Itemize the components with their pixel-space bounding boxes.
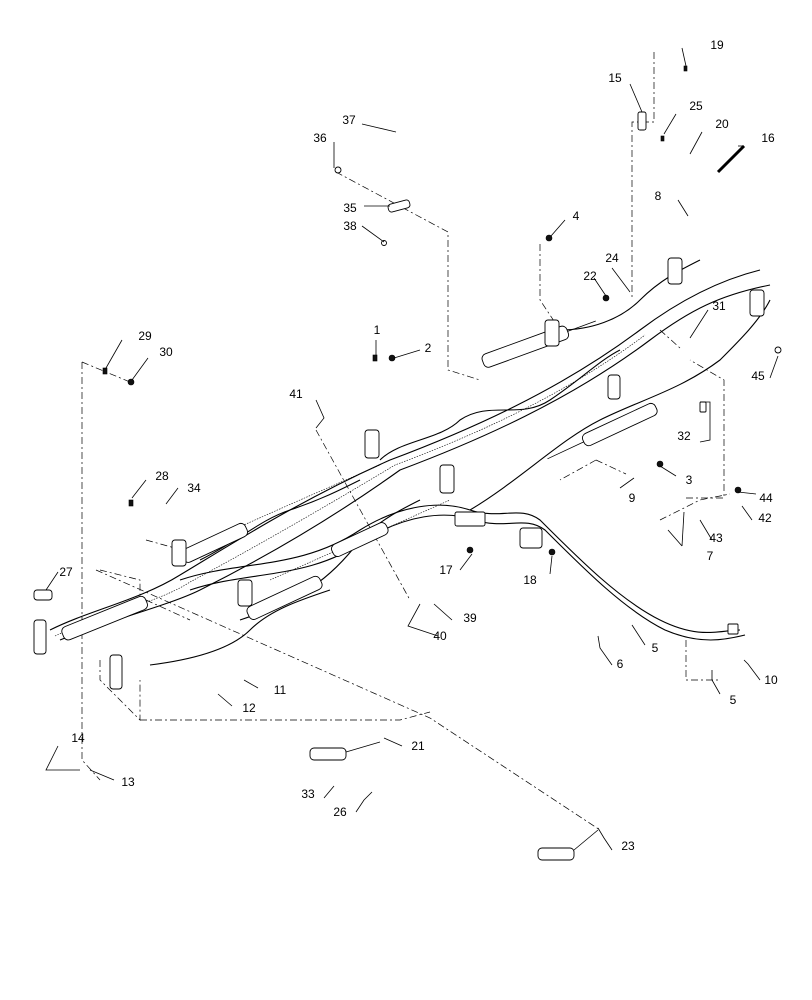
- callout-19: 19: [710, 38, 724, 52]
- valve-block-3: [544, 319, 560, 347]
- callout-labels: 1 2 3 4 5 5 6 7 8 9 10 11 12 13 14 15 16…: [59, 38, 778, 853]
- callout-37: 37: [342, 113, 356, 127]
- callout-13: 13: [121, 775, 135, 789]
- fitting-35: [387, 199, 411, 213]
- callout-14: 14: [71, 731, 85, 745]
- assembly-lines: [81, 52, 731, 831]
- cylinder-center: [246, 575, 323, 620]
- callout-12: 12: [242, 701, 256, 715]
- callout-8: 8: [655, 189, 662, 203]
- valve-block-7: [171, 539, 187, 567]
- nut-44: [734, 486, 742, 494]
- callout-22: 22: [583, 269, 597, 283]
- callout-24: 24: [605, 251, 619, 265]
- callout-27: 27: [59, 565, 73, 579]
- pin-19: [683, 65, 688, 72]
- valve-block-8: [237, 579, 253, 607]
- callout-17: 17: [439, 563, 453, 577]
- callout-3: 3: [686, 473, 693, 487]
- callout-41: 41: [289, 387, 303, 401]
- cylinder-right: [547, 402, 658, 460]
- fitting-32: [699, 401, 707, 413]
- valve-block-9: [33, 619, 47, 655]
- callout-32: 32: [677, 429, 691, 443]
- callout-31: 31: [712, 299, 726, 313]
- nut-3: [656, 460, 664, 468]
- valve-block-4: [667, 257, 683, 285]
- callout-35: 35: [343, 201, 357, 215]
- callout-34: 34: [187, 481, 201, 495]
- callout-25: 25: [689, 99, 703, 113]
- pin-25: [660, 135, 665, 142]
- washer-38: [381, 240, 387, 246]
- callout-5a: 5: [652, 641, 659, 655]
- connector-end: [727, 623, 739, 635]
- callout-21: 21: [411, 739, 425, 753]
- callout-9: 9: [629, 491, 636, 505]
- nut-30: [127, 378, 135, 386]
- cylinder-21: [309, 741, 381, 761]
- valve-block-1: [364, 429, 380, 459]
- fitting-27: [33, 589, 53, 601]
- callout-38: 38: [343, 219, 357, 233]
- callout-5b: 5: [730, 693, 737, 707]
- hose-16: [716, 144, 746, 174]
- callout-16: 16: [761, 131, 775, 145]
- washer-36: [334, 166, 342, 174]
- callout-11: 11: [274, 683, 287, 697]
- callout-44: 44: [759, 491, 773, 505]
- callout-7: 7: [707, 549, 714, 563]
- nut-22: [602, 294, 610, 302]
- callout-1: 1: [374, 323, 381, 337]
- callout-28: 28: [155, 469, 169, 483]
- pin-1: [372, 354, 378, 362]
- valve-block-11: [519, 527, 543, 549]
- cylinder-center-left: [181, 522, 249, 563]
- callout-45: 45: [751, 369, 765, 383]
- callout-20: 20: [715, 117, 729, 131]
- callout-2: 2: [425, 341, 432, 355]
- callout-10: 10: [764, 673, 778, 687]
- callout-30: 30: [159, 345, 173, 359]
- cylinder-left: [61, 595, 148, 641]
- components: [33, 65, 782, 861]
- valve-block-5: [749, 289, 765, 317]
- callout-6: 6: [617, 657, 624, 671]
- callout-23: 23: [621, 839, 635, 853]
- callout-40: 40: [433, 629, 447, 643]
- ring-45: [774, 346, 782, 354]
- pin-29: [102, 367, 108, 375]
- valve-block-10: [109, 654, 123, 690]
- callout-leaders: [45, 47, 779, 851]
- callout-43: 43: [709, 531, 723, 545]
- callout-36: 36: [313, 131, 327, 145]
- pin-28: [128, 499, 134, 507]
- nut-17: [466, 546, 474, 554]
- callout-42: 42: [758, 511, 772, 525]
- callout-33: 33: [301, 787, 315, 801]
- callout-4: 4: [573, 209, 580, 223]
- callout-29: 29: [138, 329, 152, 343]
- callout-39: 39: [463, 611, 477, 625]
- callout-15: 15: [608, 71, 622, 85]
- callout-18: 18: [523, 573, 537, 587]
- cylinder-top: [481, 320, 596, 368]
- valve-block-2: [439, 464, 455, 494]
- valve-block-12: [454, 511, 486, 527]
- fitting-15: [637, 111, 647, 131]
- cylinder-23: [537, 829, 599, 861]
- nut-18: [548, 548, 556, 556]
- callout-26: 26: [333, 805, 347, 819]
- cylinder-mid: [331, 522, 389, 557]
- valve-block-6: [607, 374, 621, 400]
- nut-4: [545, 234, 553, 242]
